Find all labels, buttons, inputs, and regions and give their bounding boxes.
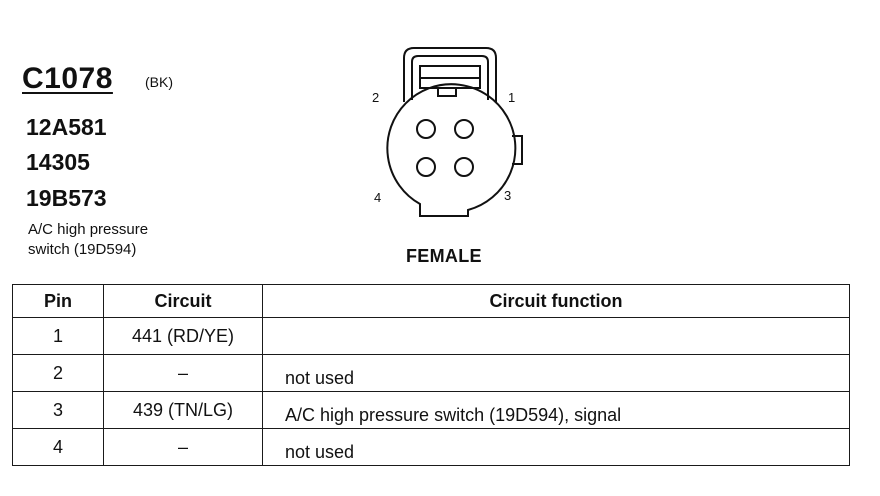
header-pin: Pin <box>12 284 104 318</box>
connector-description-line-2: switch (19D594) <box>28 241 137 258</box>
cell-circuit: – <box>103 428 263 466</box>
cell-function: not used <box>262 428 850 466</box>
connector-side-key <box>512 135 523 165</box>
connector-lock-key <box>437 87 457 97</box>
table-header-row: Pin Circuit Circuit function <box>12 284 850 318</box>
connector-latch-outer <box>403 47 497 102</box>
pin-label-2: 2 <box>372 90 379 105</box>
cell-circuit: 439 (TN/LG) <box>103 391 263 429</box>
cell-circuit: 441 (RD/YE) <box>103 317 263 355</box>
cell-pin: 2 <box>12 354 104 392</box>
pin-cavity-4 <box>416 157 436 177</box>
connector-body <box>386 83 517 217</box>
connector-id: C1078 <box>22 62 113 95</box>
cell-pin: 4 <box>12 428 104 466</box>
connector-gender-label: FEMALE <box>406 246 482 266</box>
table-row: 4 – not used <box>12 428 850 466</box>
cell-circuit: – <box>103 354 263 392</box>
cell-pin: 3 <box>12 391 104 429</box>
cell-function: A/C high pressure switch (19D594), signa… <box>262 391 850 429</box>
cell-function: not used <box>262 354 850 392</box>
cell-function <box>262 317 850 355</box>
cell-pin: 1 <box>12 317 104 355</box>
connector-face-diagram: 1 2 3 4 <box>372 47 523 217</box>
table-row: 2 – not used <box>12 354 850 392</box>
connector-latch-inner <box>411 55 489 100</box>
header-circuit: Circuit <box>103 284 263 318</box>
table-row: 3 439 (TN/LG) A/C high pressure switch (… <box>12 391 850 429</box>
pin-cavity-2 <box>416 119 436 139</box>
part-number-3: 19B573 <box>26 185 107 211</box>
pin-label-3: 3 <box>504 188 511 203</box>
pinout-table: Pin Circuit Circuit function 1 441 (RD/Y… <box>12 284 850 466</box>
header-circuit-function: Circuit function <box>262 284 850 318</box>
connector-description-line-1: A/C high pressure <box>28 221 149 238</box>
pin-label-4: 4 <box>374 190 381 205</box>
table-row: 1 441 (RD/YE) <box>12 317 850 355</box>
part-number-2: 14305 <box>26 149 90 175</box>
part-number-1: 12A581 <box>26 114 107 140</box>
pin-cavity-3 <box>454 157 474 177</box>
pin-cavity-1 <box>454 119 474 139</box>
connector-color: (BK) <box>145 74 173 90</box>
pin-label-1: 1 <box>508 90 515 105</box>
